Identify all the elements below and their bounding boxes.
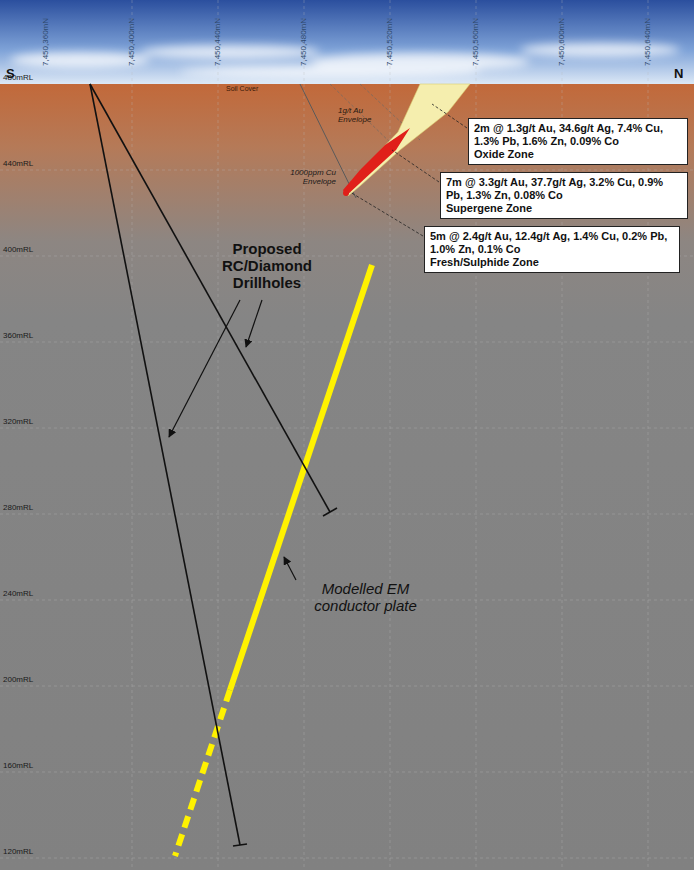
drawing-part bbox=[140, 45, 320, 59]
northing-label: 7,450,440mN bbox=[213, 18, 222, 66]
em-plate-extension bbox=[175, 690, 230, 856]
elevation-label: 160mRL bbox=[3, 761, 33, 770]
pointer-arrow bbox=[284, 557, 296, 580]
leader-line bbox=[432, 104, 467, 128]
hole-end-tick bbox=[233, 844, 247, 846]
northing-label: 7,450,560mN bbox=[471, 18, 480, 66]
northing-label: 7,450,600mN bbox=[557, 18, 566, 66]
soil-label: Soil Cover bbox=[226, 85, 258, 93]
assay-callout: 2m @ 1.3g/t Au, 34.6g/t Ag, 7.4% Cu, 1.3… bbox=[468, 118, 688, 165]
northing-label: 7,450,400mN bbox=[127, 18, 136, 66]
zone-name: Fresh/Sulphide Zone bbox=[430, 256, 674, 269]
northing-label: 7,450,640mN bbox=[643, 18, 652, 66]
elevation-label: 320mRL bbox=[3, 417, 33, 426]
em-plate bbox=[230, 265, 372, 690]
proposed-hole bbox=[90, 84, 330, 512]
northing-label: 7,450,480mN bbox=[299, 18, 308, 66]
envelope-label: 1g/t Au Envelope bbox=[338, 106, 382, 124]
pointer-arrow bbox=[246, 300, 262, 347]
envelope-label: 1000ppm Cu Envelope bbox=[282, 168, 336, 186]
pointer-arrow bbox=[169, 300, 240, 437]
elevation-label: 400mRL bbox=[3, 245, 33, 254]
grid-line bbox=[0, 170, 694, 171]
grid-line bbox=[304, 0, 305, 870]
elevation-label: 360mRL bbox=[3, 331, 33, 340]
grid-line bbox=[218, 0, 219, 870]
grid-line bbox=[0, 686, 694, 687]
elevation-label: 120mRL bbox=[3, 847, 33, 856]
high-grade-zone bbox=[343, 128, 410, 196]
zone-name: Supergene Zone bbox=[446, 202, 682, 215]
au-envelope-line bbox=[330, 84, 398, 150]
grid-line bbox=[0, 428, 694, 429]
proposed-hole bbox=[90, 84, 240, 845]
northing-label: 7,450,520mN bbox=[385, 18, 394, 66]
grid-line bbox=[0, 514, 694, 515]
elevation-label: 280mRL bbox=[3, 503, 33, 512]
callout-label: Modelled EM conductor plate bbox=[298, 580, 433, 614]
intercept-point bbox=[343, 190, 349, 196]
leader-line bbox=[350, 192, 423, 236]
zone-name: Oxide Zone bbox=[474, 148, 682, 161]
grid-line bbox=[390, 0, 391, 870]
elevation-label: 240mRL bbox=[3, 589, 33, 598]
callout-label: Proposed RC/Diamond Drillholes bbox=[212, 240, 322, 291]
assay-text: 7m @ 3.3g/t Au, 37.7g/t Ag, 3.2% Cu, 0.9… bbox=[446, 176, 682, 202]
grid-line bbox=[132, 0, 133, 870]
grid-line bbox=[0, 772, 694, 773]
assay-text: 5m @ 2.4g/t Au, 12.4g/t Ag, 1.4% Cu, 0.2… bbox=[430, 230, 674, 256]
ground bbox=[0, 84, 694, 870]
northing-label: 7,450,360mN bbox=[41, 18, 50, 66]
drawing-part bbox=[180, 66, 480, 78]
direction-label: N bbox=[674, 66, 683, 81]
leader-line bbox=[392, 150, 439, 182]
drawing-part bbox=[520, 43, 680, 57]
assay-callout: 5m @ 2.4g/t Au, 12.4g/t Ag, 1.4% Cu, 0.2… bbox=[424, 226, 680, 273]
assay-text: 2m @ 1.3g/t Au, 34.6g/t Ag, 7.4% Cu, 1.3… bbox=[474, 122, 682, 148]
grid-line bbox=[0, 858, 694, 859]
clouds bbox=[10, 43, 680, 78]
elevation-label: 200mRL bbox=[3, 675, 33, 684]
elevation-label: 480mRL bbox=[3, 73, 33, 82]
assay-callout: 7m @ 3.3g/t Au, 37.7g/t Ag, 3.2% Cu, 0.9… bbox=[440, 172, 688, 219]
sky bbox=[0, 0, 694, 84]
hole-end-tick bbox=[323, 508, 337, 516]
elevation-label: 440mRL bbox=[3, 159, 33, 168]
